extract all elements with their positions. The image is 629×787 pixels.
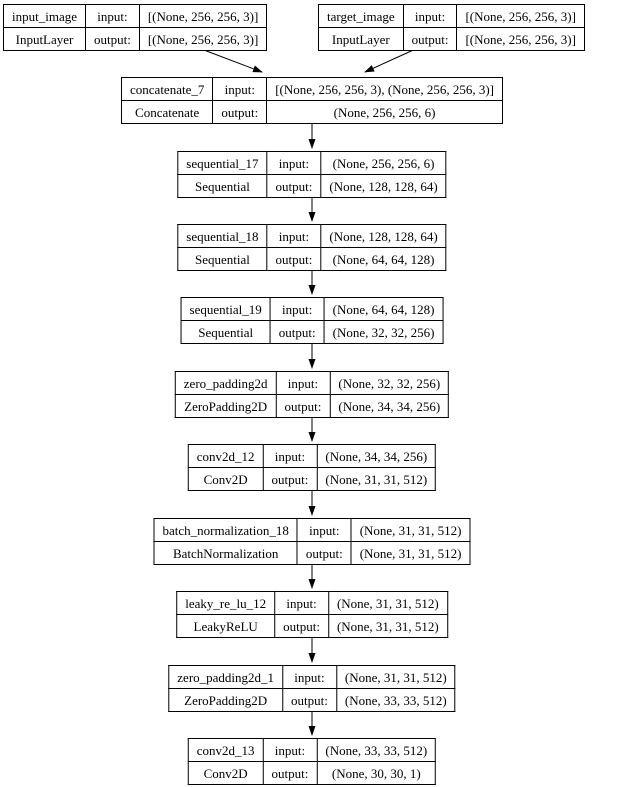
input-shape: (None, 256, 256, 6) bbox=[320, 151, 447, 175]
node-input-image: input_image input: [(None, 256, 256, 3)]… bbox=[3, 4, 268, 51]
output-label: output: bbox=[266, 247, 322, 271]
output-label: output: bbox=[274, 614, 329, 638]
node-target-image: target_image input: [(None, 256, 256, 3)… bbox=[318, 4, 585, 51]
input-label: input: bbox=[212, 77, 268, 101]
output-label: output: bbox=[266, 174, 322, 198]
node-sequential-18: sequential_18 input: (None, 128, 128, 64… bbox=[177, 224, 447, 271]
output-shape: (None, 31, 31, 512) bbox=[316, 467, 437, 491]
layer-type: Conv2D bbox=[187, 467, 264, 491]
input-shape: [(None, 256, 256, 3)] bbox=[456, 4, 585, 28]
layer-type: InputLayer bbox=[3, 27, 86, 51]
layer-name: batch_normalization_18 bbox=[153, 518, 298, 542]
input-label: input: bbox=[262, 738, 318, 762]
output-shape: (None, 33, 33, 512) bbox=[335, 688, 456, 712]
input-label: input: bbox=[266, 224, 322, 248]
output-shape: (None, 30, 30, 1) bbox=[316, 761, 437, 785]
layer-name: target_image bbox=[318, 4, 404, 28]
layer-type: Conv2D bbox=[187, 761, 264, 785]
output-shape: (None, 64, 64, 128) bbox=[320, 247, 447, 271]
node-zero-padding2d-1: zero_padding2d_1 input: (None, 31, 31, 5… bbox=[168, 665, 456, 712]
layer-name: sequential_19 bbox=[180, 297, 271, 321]
input-label: input: bbox=[402, 4, 458, 28]
node-sequential-19: sequential_19 input: (None, 64, 64, 128)… bbox=[180, 297, 444, 344]
output-label: output: bbox=[402, 27, 458, 51]
input-shape: (None, 34, 34, 256) bbox=[316, 444, 437, 468]
output-shape: (None, 32, 32, 256) bbox=[323, 320, 444, 344]
layer-type: ZeroPadding2D bbox=[168, 688, 284, 712]
layer-type: BatchNormalization bbox=[153, 541, 298, 565]
layer-name: conv2d_13 bbox=[187, 738, 264, 762]
layer-type: Concatenate bbox=[121, 100, 214, 124]
layer-name: zero_padding2d bbox=[174, 371, 277, 395]
input-shape: (None, 33, 33, 512) bbox=[316, 738, 437, 762]
output-label: output: bbox=[212, 100, 268, 124]
output-label: output: bbox=[262, 467, 318, 491]
input-label: input: bbox=[269, 297, 325, 321]
node-batch-normalization-18: batch_normalization_18 input: (None, 31,… bbox=[153, 518, 471, 565]
layer-type: Sequential bbox=[177, 174, 268, 198]
input-label: input: bbox=[85, 4, 140, 28]
layer-type: Sequential bbox=[180, 320, 271, 344]
input-shape: (None, 64, 64, 128) bbox=[323, 297, 444, 321]
node-concatenate-7: concatenate_7 input: [(None, 256, 256, 3… bbox=[121, 77, 503, 124]
input-shape: [(None, 256, 256, 3)] bbox=[138, 4, 268, 28]
output-label: output: bbox=[296, 541, 352, 565]
layer-type: ZeroPadding2D bbox=[174, 394, 277, 418]
output-label: output: bbox=[275, 394, 331, 418]
layer-type: LeakyReLU bbox=[176, 614, 276, 638]
input-shape: (None, 31, 31, 512) bbox=[350, 518, 471, 542]
node-leaky-re-lu-12: leaky_re_lu_12 input: (None, 31, 31, 512… bbox=[176, 591, 448, 638]
input-shape: (None, 31, 31, 512) bbox=[335, 665, 456, 689]
output-shape: (None, 256, 256, 6) bbox=[266, 100, 503, 124]
output-shape: (None, 34, 34, 256) bbox=[329, 394, 450, 418]
input-shape: [(None, 256, 256, 3), (None, 256, 256, 3… bbox=[266, 77, 503, 101]
input-label: input: bbox=[262, 444, 318, 468]
input-label: input: bbox=[296, 518, 352, 542]
input-label: input: bbox=[282, 665, 337, 689]
layer-name: concatenate_7 bbox=[121, 77, 214, 101]
node-conv2d-12: conv2d_12 input: (None, 34, 34, 256) Con… bbox=[187, 444, 437, 491]
input-shape: (None, 32, 32, 256) bbox=[329, 371, 450, 395]
input-label: input: bbox=[274, 591, 329, 615]
layer-name: leaky_re_lu_12 bbox=[176, 591, 276, 615]
node-zero-padding2d: zero_padding2d input: (None, 32, 32, 256… bbox=[174, 371, 450, 418]
input-shape: (None, 128, 128, 64) bbox=[320, 224, 447, 248]
input-shape: (None, 31, 31, 512) bbox=[327, 591, 448, 615]
layer-name: zero_padding2d_1 bbox=[168, 665, 284, 689]
layer-type: Sequential bbox=[177, 247, 268, 271]
layer-name: sequential_18 bbox=[177, 224, 268, 248]
layer-type: InputLayer bbox=[318, 27, 404, 51]
node-conv2d-13: conv2d_13 input: (None, 33, 33, 512) Con… bbox=[187, 738, 437, 785]
output-shape: [(None, 256, 256, 3)] bbox=[456, 27, 585, 51]
node-sequential-17: sequential_17 input: (None, 256, 256, 6)… bbox=[177, 151, 447, 198]
output-shape: (None, 128, 128, 64) bbox=[320, 174, 447, 198]
input-label: input: bbox=[266, 151, 322, 175]
output-shape: [(None, 256, 256, 3)] bbox=[138, 27, 268, 51]
output-label: output: bbox=[262, 761, 318, 785]
output-label: output: bbox=[85, 27, 140, 51]
layer-name: conv2d_12 bbox=[187, 444, 264, 468]
output-label: output: bbox=[269, 320, 325, 344]
layer-name: sequential_17 bbox=[177, 151, 268, 175]
output-shape: (None, 31, 31, 512) bbox=[350, 541, 471, 565]
input-label: input: bbox=[275, 371, 331, 395]
output-label: output: bbox=[282, 688, 337, 712]
layer-name: input_image bbox=[3, 4, 86, 28]
output-shape: (None, 31, 31, 512) bbox=[327, 614, 448, 638]
